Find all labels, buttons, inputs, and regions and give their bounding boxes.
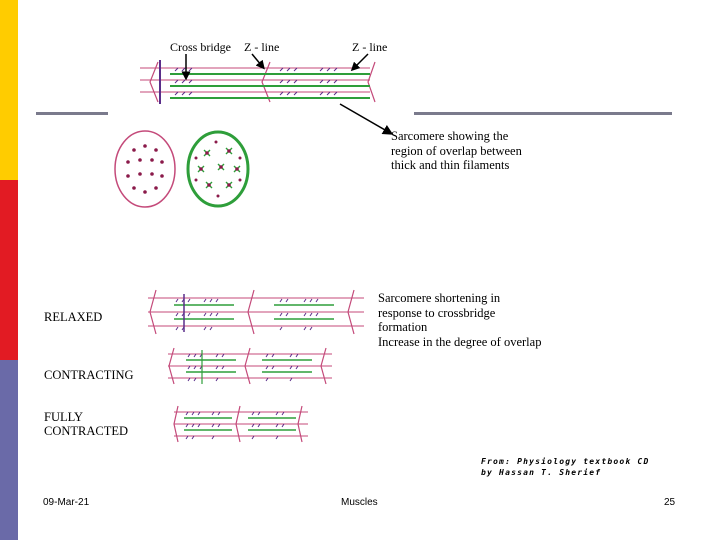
z-line-label-2: Z - line [352, 40, 388, 54]
z-line-arrow-2 [350, 53, 369, 72]
overlap-caption-line-1: Sarcomere showing the [391, 129, 509, 143]
footer-title: Muscles [341, 497, 378, 508]
cross-section-diagram [114, 130, 250, 208]
source-credit: From: Physiology textbook CD by Hassan T… [481, 456, 649, 478]
overlap-arrow [339, 103, 394, 135]
fully-contracted-line-2: CONTRACTED [44, 424, 129, 438]
z-line-label-1: Z - line [244, 40, 280, 54]
accent-strip-slate [0, 360, 18, 540]
overlap-caption-line-3: thick and thin filaments [391, 158, 510, 172]
fully-contracted-sarcomere-diagram [173, 405, 308, 443]
source-credit-line-1: From: Physiology textbook CD [481, 457, 650, 466]
relaxed-label: RELAXED [44, 310, 103, 324]
z-line-arrow-1 [251, 53, 265, 70]
z-line-marks [149, 61, 376, 103]
slide-number: 25 [664, 497, 676, 508]
label-arrows [181, 53, 369, 81]
sarcomere-overlap-diagram [140, 60, 376, 104]
accent-strip-red [0, 180, 18, 360]
relaxed-sarcomere-diagram [148, 289, 364, 335]
thick-filaments [170, 73, 370, 99]
overlap-caption: Sarcomere showing the region of overlap … [391, 129, 522, 173]
fully-contracted-label: FULLY CONTRACTED [44, 410, 128, 438]
myosin-heads [174, 67, 338, 96]
contracting-label: CONTRACTING [44, 368, 134, 382]
cross-section-thin [114, 130, 176, 208]
title-rule-left [36, 112, 108, 115]
shortening-caption: Sarcomere shortening in response to cros… [378, 291, 541, 349]
cross-bridge-label: Cross bridge [170, 40, 231, 54]
source-credit-line-2: by Hassan T. Sherief [481, 468, 602, 477]
shortening-caption-line-3: formation [378, 320, 428, 334]
contracting-sarcomere-diagram [168, 347, 332, 385]
thin-filaments [140, 67, 370, 93]
footer-date: 09-Mar-21 [43, 497, 90, 508]
shortening-caption-line-2: response to crossbridge [378, 305, 496, 320]
title-rule-right [414, 112, 672, 115]
shortening-caption-line-4: Increase in the degree of overlap [378, 334, 542, 349]
overlap-caption-line-2: region of overlap between [391, 143, 522, 158]
accent-strip-yellow [0, 0, 18, 180]
shortening-caption-line-1: Sarcomere shortening in [378, 291, 501, 305]
fully-contracted-line-1: FULLY [44, 410, 84, 424]
cross-section-overlap [186, 130, 250, 208]
